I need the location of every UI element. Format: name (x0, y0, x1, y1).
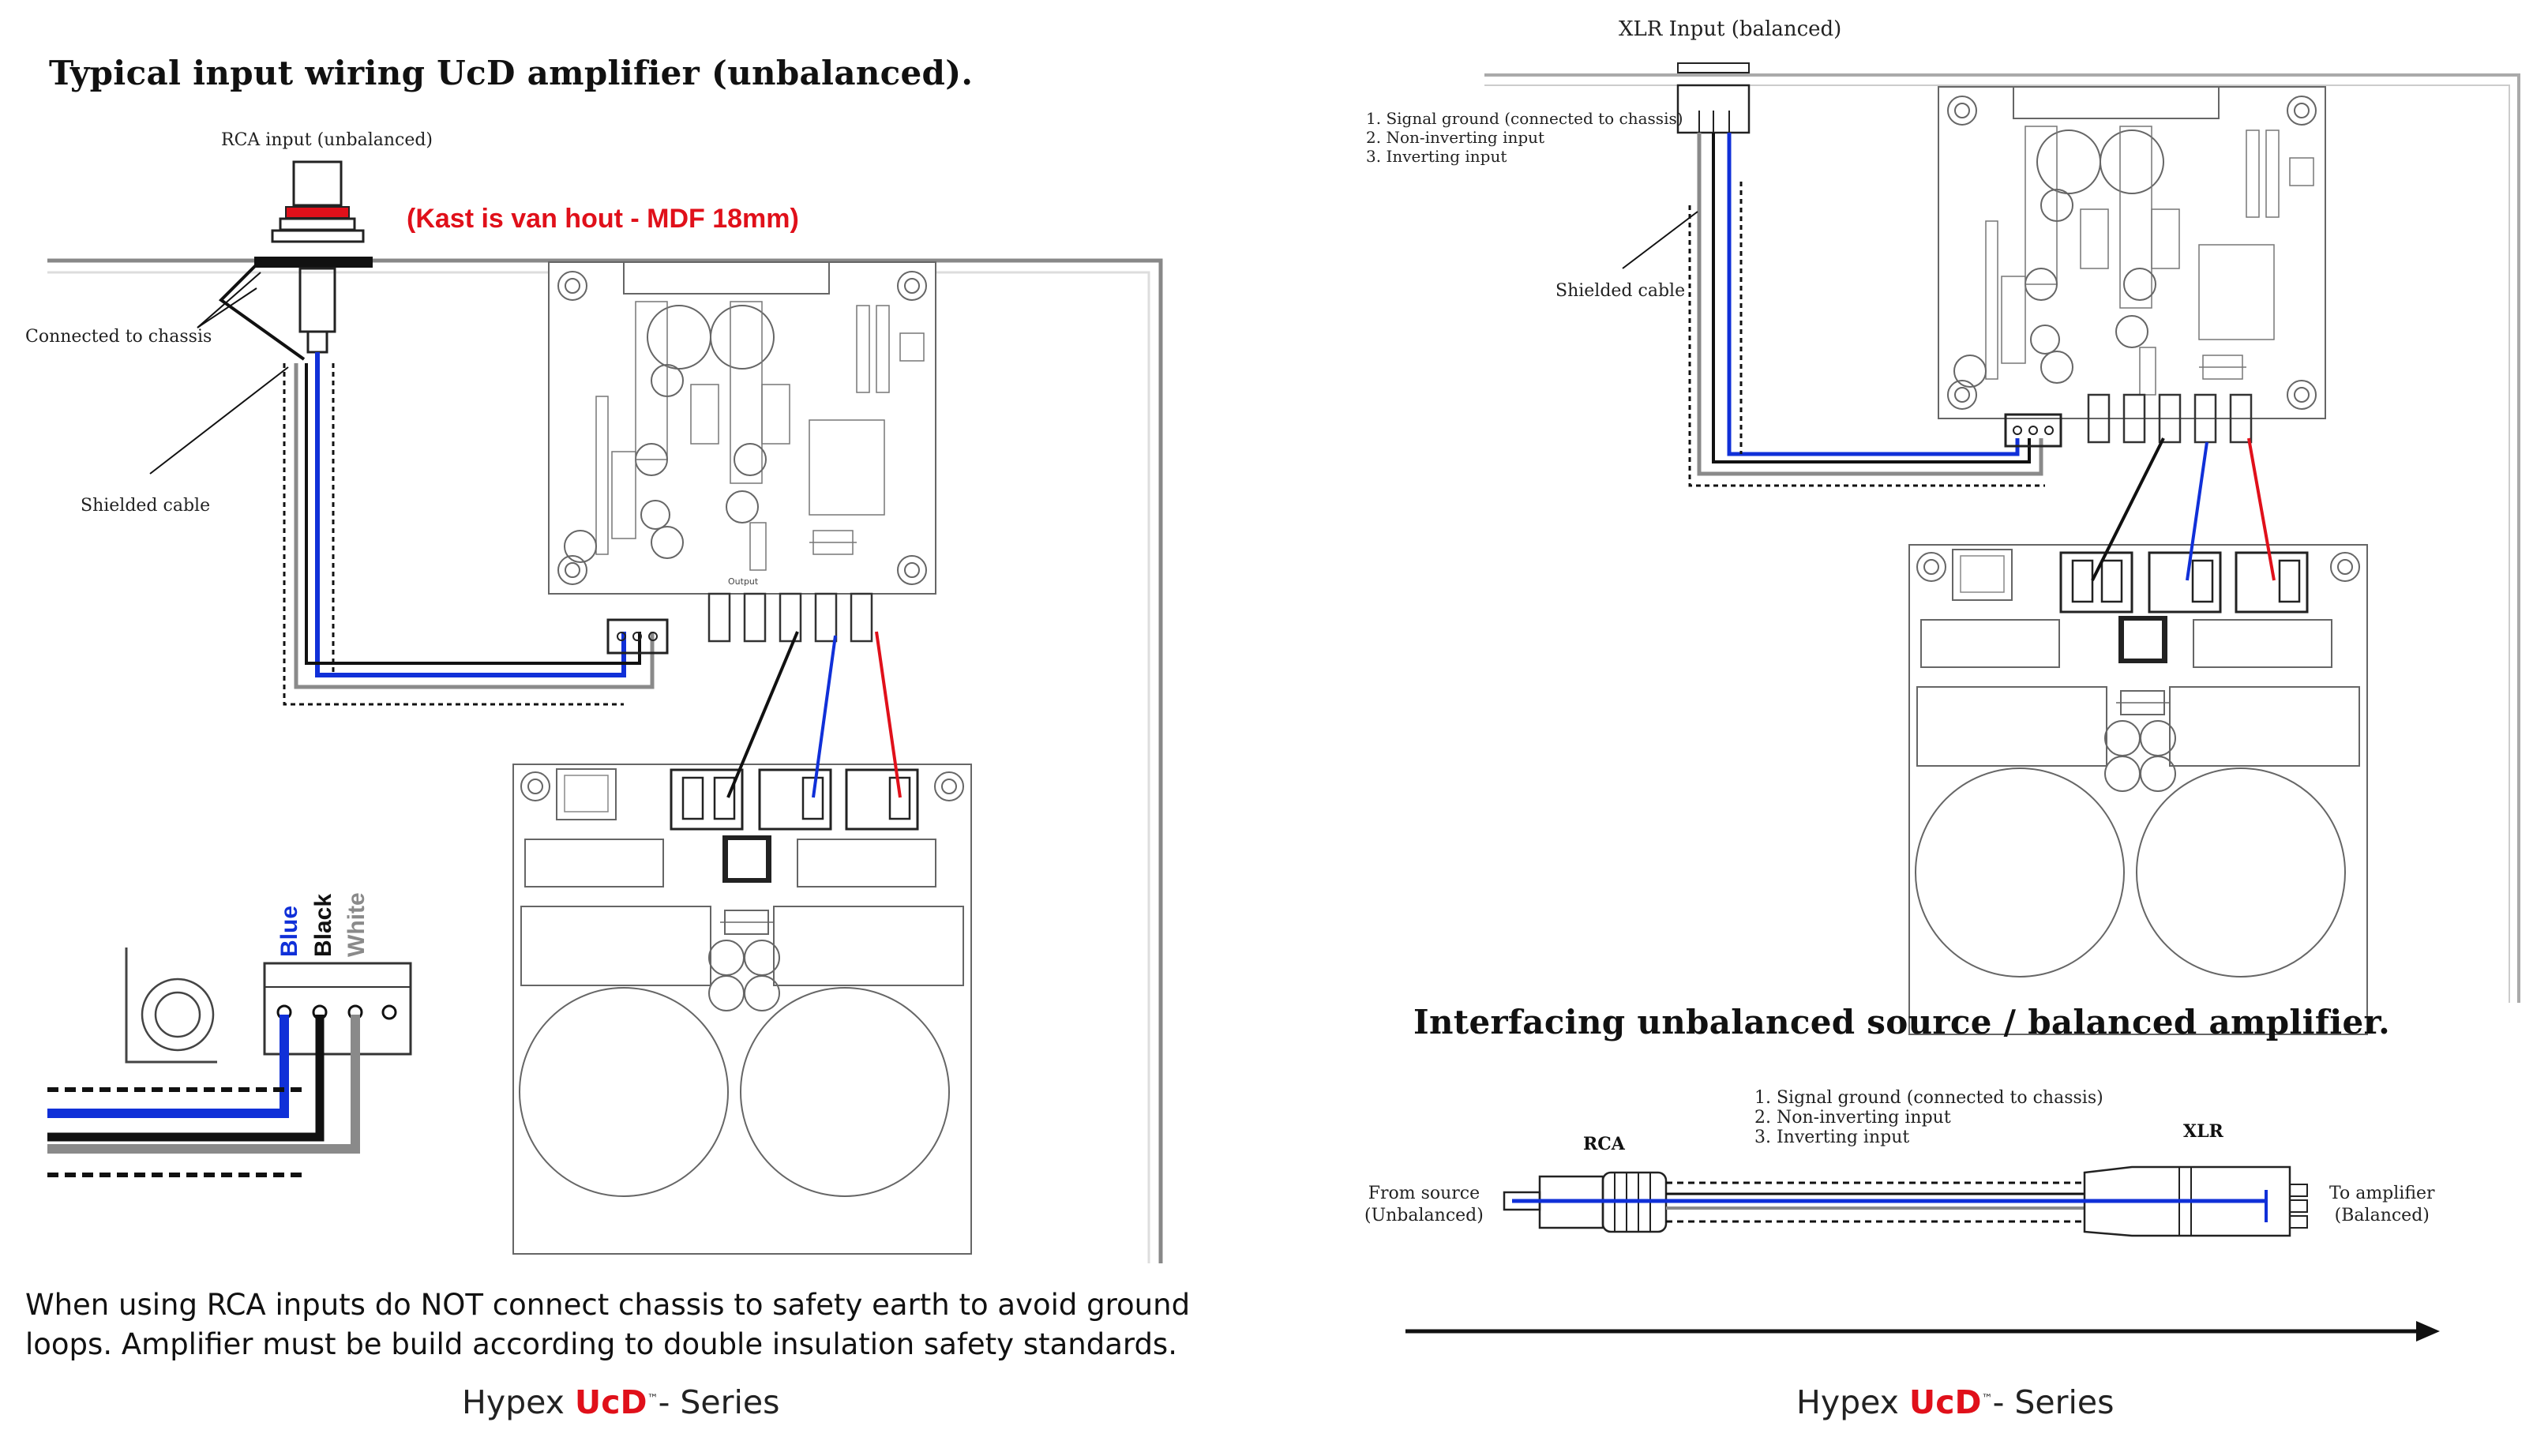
rca-input-label: RCA input (unbalanced) (221, 130, 433, 150)
brand-tm: ™ (1981, 1392, 1993, 1405)
safety-note-line1: When using RCA inputs do NOT connect cha… (25, 1288, 1191, 1322)
brand-logo: UcD (1908, 1383, 1982, 1421)
pin-1: 1. Signal ground (connected to chassis) (1366, 109, 1683, 128)
brand-suffix: - Series (1992, 1383, 2115, 1421)
output-label: Output (728, 576, 759, 587)
to-amplifier-line1: To amplifier (2329, 1184, 2435, 1203)
xlr-input-label: XLR Input (balanced) (1619, 17, 1842, 41)
from-source-line1: From source (1368, 1184, 1480, 1203)
brand-logo: UcD (574, 1383, 647, 1421)
adapter-cable (1503, 1165, 2308, 1237)
left-diagram (47, 160, 1163, 1263)
enclosure-note: (Kast is van hout - MDF 18mm) (407, 204, 799, 234)
wire-label-white: White (343, 892, 370, 957)
brand-prefix: Hypex (1796, 1383, 1909, 1421)
right-shielded-cable-label: Shielded cable (1555, 281, 1686, 301)
rca-connector (254, 160, 373, 354)
right-title: Interfacing unbalanced source / balanced… (1413, 1003, 2391, 1041)
to-amplifier-line2: (Balanced) (2334, 1206, 2430, 1225)
rca-short-label: RCA (1583, 1134, 1625, 1154)
right-ucd-module (1938, 86, 2326, 448)
brand-tm: ™ (647, 1392, 659, 1405)
right-brand: Hypex UcD™- Series (1796, 1383, 2114, 1421)
adapter-pin-2: 2. Non-inverting input (1754, 1108, 1951, 1128)
left-zoom-detail (47, 948, 412, 1177)
wire-label-blue: Blue (276, 905, 302, 957)
adapter-pin-1: 1. Signal ground (connected to chassis) (1754, 1088, 2103, 1108)
brand-prefix: Hypex (462, 1383, 575, 1421)
xlr-pin-list: 1. Signal ground (connected to chassis) … (1366, 109, 1683, 166)
right-diagram (1405, 62, 2520, 1342)
adapter-pin-list: 1. Signal ground (connected to chassis) … (1754, 1088, 2103, 1147)
left-brand: Hypex UcD™- Series (462, 1383, 779, 1421)
safety-note-line2: loops. Amplifier must be build according… (25, 1327, 1177, 1361)
from-source-line2: (Unbalanced) (1364, 1206, 1484, 1225)
brand-suffix: - Series (658, 1383, 780, 1421)
wire-label-black: Black (310, 893, 336, 957)
pin-3: 3. Inverting input (1366, 147, 1507, 166)
shielded-cable-label: Shielded cable (81, 496, 211, 516)
from-source-label: From source (Unbalanced) (1364, 1183, 1484, 1227)
connected-to-chassis-label: Connected to chassis (25, 327, 212, 347)
xlr-short-label: XLR (2183, 1121, 2223, 1142)
left-ucd-module (548, 261, 936, 655)
pin-2: 2. Non-inverting input (1366, 128, 1545, 147)
left-title: Typical input wiring UcD amplifier (unba… (49, 54, 974, 92)
right-psu (1908, 544, 2368, 1035)
adapter-pin-3: 3. Inverting input (1754, 1128, 1910, 1147)
to-amplifier-label: To amplifier (Balanced) (2329, 1183, 2435, 1227)
left-psu (512, 764, 972, 1255)
